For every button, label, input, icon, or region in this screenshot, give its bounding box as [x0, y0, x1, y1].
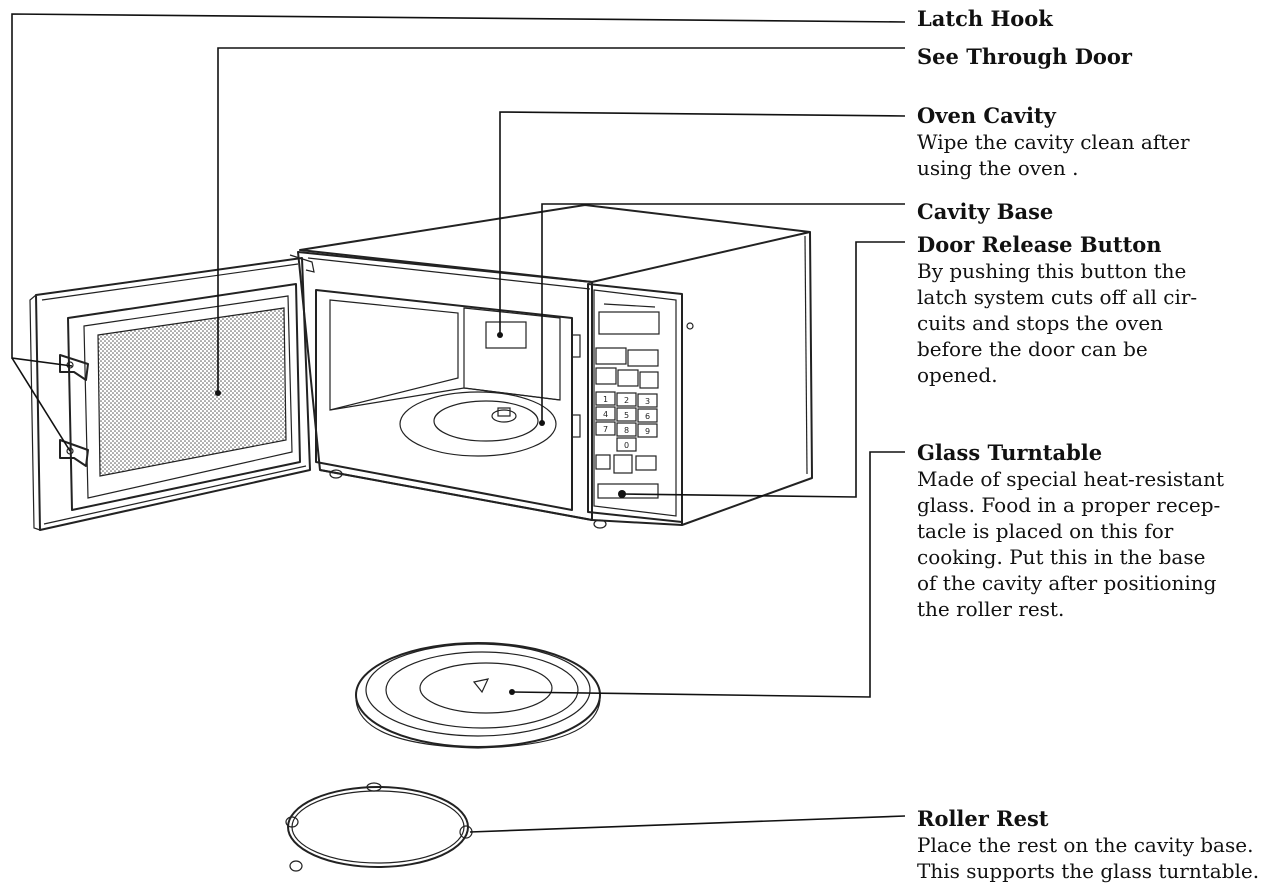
label-title: See Through Door: [917, 44, 1132, 69]
see-through-door: [29, 254, 315, 531]
label-description: Wipe the cavity clean after using the ov…: [917, 130, 1190, 180]
keypad-key-label: 0: [624, 441, 629, 450]
label-roller-rest: Roller Rest Place the rest on the cavity…: [917, 806, 1259, 884]
keypad: 1 2 3 4 5 6 7 8 9 0: [595, 391, 658, 452]
roller-rest: [285, 782, 473, 872]
label-door-release-button: Door Release Button By pushing this butt…: [917, 232, 1197, 388]
latch-hooks: [59, 354, 89, 467]
leader-dot: [215, 390, 221, 396]
keypad-key-label: 7: [603, 425, 608, 434]
label-title: Door Release Button: [917, 232, 1162, 257]
keypad-key: [616, 437, 637, 452]
leader-dot: [539, 420, 545, 426]
label-cavity-base: Cavity Base: [917, 199, 1053, 225]
keypad-key: [616, 422, 637, 437]
keypad-key: [637, 408, 658, 423]
keypad-key: [595, 406, 616, 421]
door-window-mesh: [97, 307, 287, 477]
keypad-key-label: 1: [603, 395, 608, 404]
keypad-key: [595, 391, 616, 406]
oven-cavity: [315, 289, 581, 511]
oven-body: [297, 204, 813, 529]
label-title: Roller Rest: [917, 806, 1049, 831]
label-title: Latch Hook: [917, 6, 1053, 31]
keypad-key: [637, 393, 658, 408]
keypad-key-label: 6: [645, 412, 650, 421]
control-panel: 1 2 3 4 5 6 7 8 9 0: [587, 283, 683, 523]
label-description: Place the rest on the cavity base. This …: [917, 833, 1260, 883]
keypad-key-label: 2: [624, 396, 629, 405]
leader-dot: [497, 332, 503, 338]
cavity-base: [399, 391, 557, 457]
label-oven-cavity: Oven Cavity Wipe the cavity clean after …: [917, 103, 1190, 181]
keypad-key: [616, 392, 637, 407]
label-title: Oven Cavity: [917, 103, 1056, 128]
keypad-key-label: 8: [624, 426, 629, 435]
keypad-key: [595, 421, 616, 436]
label-title: Glass Turntable: [917, 440, 1103, 465]
label-description: By pushing this button the latch system …: [917, 259, 1198, 387]
leader-lines: [11, 13, 906, 833]
leader-dot: [509, 689, 515, 695]
label-latch-hook: Latch Hook: [917, 6, 1053, 32]
keypad-key-label: 5: [624, 411, 629, 420]
keypad-key: [637, 423, 658, 438]
glass-turntable: [355, 642, 601, 749]
keypad-key-label: 3: [645, 397, 650, 406]
keypad-key-label: 9: [645, 427, 650, 436]
label-description: Made of special heat-resistant glass. Fo…: [917, 467, 1225, 621]
label-see-through-door: See Through Door: [917, 44, 1132, 70]
keypad-key-label: 4: [603, 410, 608, 419]
label-title: Cavity Base: [917, 199, 1054, 224]
keypad-key: [616, 407, 637, 422]
label-glass-turntable: Glass Turntable Made of special heat-res…: [917, 440, 1224, 622]
